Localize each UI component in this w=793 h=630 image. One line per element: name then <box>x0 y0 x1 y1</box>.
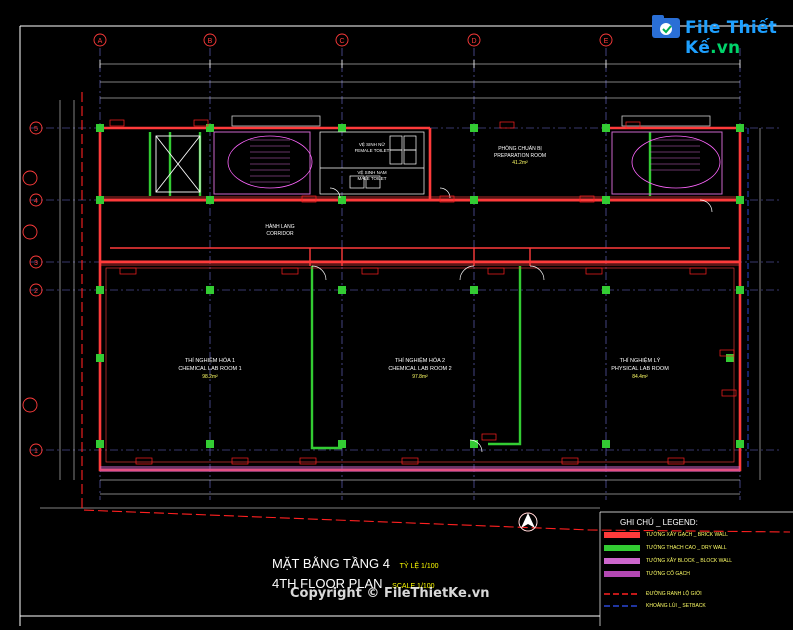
legend-swatch-drywall <box>604 545 640 551</box>
legend-label-drywall: TƯỜNG THẠCH CAO _ DRY WALL <box>646 545 727 551</box>
grid-column-label: A <box>98 38 103 45</box>
property-line <box>81 92 791 533</box>
room-sub-chem2: CHEMICAL LAB ROOM 2 <box>388 366 451 372</box>
grid-labels: A B C D E 5 4 3 2 1 <box>34 38 609 455</box>
drawing-title-vn: MẶT BẰNG TẦNG 4 TỶ LỆ 1/100 <box>272 556 439 571</box>
grid-column-label: B <box>208 38 213 45</box>
south-wall-band <box>100 466 740 472</box>
watermark-brand: File Thiết Kế.vn <box>685 18 793 58</box>
watermark-domain: .vn <box>710 38 741 58</box>
grid-column-bubbles <box>93 33 613 47</box>
grid-bubble-b <box>203 33 217 47</box>
room-area-chem1: 98.2m² <box>202 374 218 380</box>
exterior-walls <box>98 126 742 472</box>
grid-row-label: 1 <box>34 448 38 455</box>
folder-icon <box>652 15 680 38</box>
title-vn-text: MẶT BẰNG TẦNG 4 <box>272 556 390 571</box>
structural-columns <box>96 124 744 448</box>
grid-row-label: 3 <box>34 260 38 267</box>
room-label-phys: THÍ NGHIỆM LÝ <box>620 356 661 364</box>
legend-swatch-brick <box>604 532 640 538</box>
copyright-watermark: Copyright © FileThietKe.vn <box>290 586 490 601</box>
legend-title: GHI CHÚ _ LEGEND: <box>620 518 698 527</box>
watermark-brand-text: File Thiết Kế <box>685 18 777 58</box>
grid-column-label: C <box>339 38 344 45</box>
grid-column-label: D <box>471 38 476 45</box>
legend-label-brick: TƯỜNG XÂY GẠCH _ BRICK WALL <box>646 532 728 538</box>
lab-partitions <box>110 247 730 266</box>
room-sub-male: MALE TOILET <box>357 176 386 181</box>
door-swings <box>311 187 713 453</box>
title-en-text: 4TH FLOOR PLAN <box>272 576 383 591</box>
legend-swatch-tile <box>604 571 640 577</box>
legend-label-tile: TƯỜNG CỐ GẠCH <box>646 571 690 577</box>
room-sub-chem1: CHEMICAL LAB ROOM 1 <box>178 366 241 372</box>
room-sub-phys: PHYSICAL LAB ROOM <box>611 366 669 372</box>
room-area-chem2: 97.8m² <box>412 374 428 380</box>
room-label-chem2: THÍ NGHIỆM HÓA 2 <box>395 356 445 364</box>
watermark-logo <box>650 12 790 40</box>
room-label-corridor: HÀNH LANG <box>265 223 294 230</box>
stair-right <box>611 115 723 195</box>
dimension-ticks <box>99 60 741 68</box>
grid-column-label: E <box>604 38 609 45</box>
legend-box <box>599 511 793 626</box>
room-labels: THÍ NGHIỆM HÓA 1 CHEMICAL LAB ROOM 1 98.… <box>178 140 669 380</box>
room-label-prep: PHÒNG CHUẨN BỊ <box>498 145 542 152</box>
legend-label-boundary: ĐƯỜNG RANH LỘ GIỚI <box>646 591 702 597</box>
elevator-shaft <box>155 135 201 193</box>
grid-lines-horizontal <box>30 127 780 451</box>
room-label-chem1: THÍ NGHIỆM HÓA 1 <box>185 356 235 364</box>
grid-bubble-c <box>335 33 349 47</box>
legend-label-setback: KHOẢNG LÙI _ SETBACK <box>646 603 706 609</box>
grid-row-label: 5 <box>34 126 38 133</box>
room-sub-female: FEMALE TOILET <box>355 148 390 153</box>
grid-row-label: 4 <box>34 198 38 205</box>
stair-left <box>213 115 321 195</box>
corridor-wall-bottom <box>100 260 740 266</box>
title-en-scale: SCALE 1/100 <box>392 583 435 590</box>
room-sub-corridor: CORRIDOR <box>266 231 294 237</box>
north-arrow-icon <box>518 512 538 532</box>
grid-bubble-e <box>599 33 613 47</box>
dimension-lines <box>40 63 761 509</box>
room-area-prep: 41.2m² <box>512 160 528 166</box>
grid-bubble-a <box>93 33 107 47</box>
drawing-title-en: 4TH FLOOR PLAN SCALE 1/100 <box>272 576 435 591</box>
legend-swatch-block <box>604 558 640 564</box>
grid-bubble-d <box>467 33 481 47</box>
title-vn-scale: TỶ LỆ 1/100 <box>399 563 439 570</box>
room-sub-prep: PREPARATION ROOM <box>494 153 546 159</box>
toilet-block <box>319 131 425 195</box>
lab-inner-outline <box>105 267 735 463</box>
grid-row-label: 2 <box>34 288 38 295</box>
room-area-phys: 84.4m² <box>632 374 648 380</box>
opening-tags <box>109 119 737 465</box>
legend-label-block: TƯỜNG XÂY BLOCK _ BLOCK WALL <box>646 558 733 564</box>
room-label-male: VỆ SINH NAM <box>357 168 387 175</box>
room-label-female: VỆ SINH NỮ <box>359 140 386 147</box>
corridor-wall-top <box>100 196 740 202</box>
